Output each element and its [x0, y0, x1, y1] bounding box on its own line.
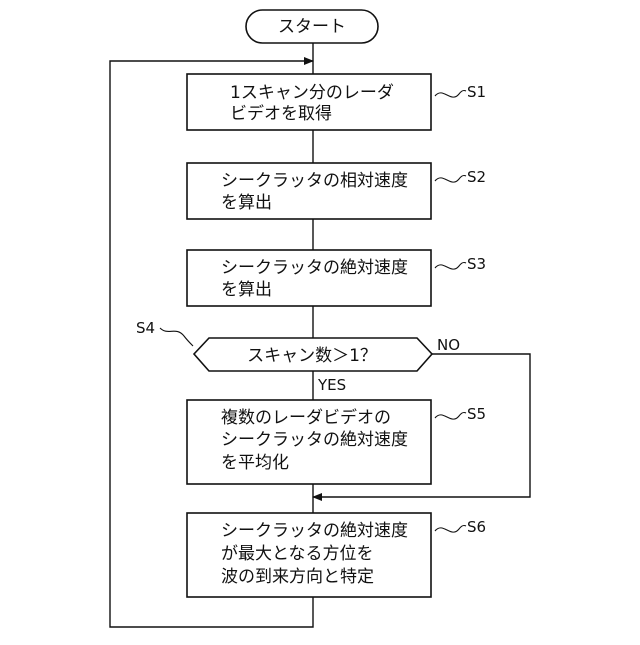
- start-label: スタート: [278, 17, 346, 37]
- step-s6-line-2: が最大となる方位を: [221, 544, 374, 564]
- step-s1-line-1: 1スキャン分のレーダ: [230, 83, 394, 103]
- step-s2-id: S2: [467, 168, 486, 186]
- step-s6: シークラッタの絶対速度 が最大となる方位を 波の到来方向と特定 S6: [187, 513, 486, 597]
- step-s6-line-1: シークラッタの絶対速度: [221, 521, 408, 541]
- step-s4-leader: [160, 328, 193, 346]
- step-s2-leader: [435, 175, 466, 182]
- step-s6-leader: [435, 525, 466, 532]
- step-s4-yes-label: YES: [317, 376, 346, 394]
- step-s5-line-3: を平均化: [221, 453, 289, 473]
- step-s1-line-2: ビデオを取得: [230, 103, 332, 124]
- step-s3-line-1: シークラッタの絶対速度: [221, 258, 408, 278]
- step-s1-id: S1: [467, 83, 486, 101]
- step-s3-line-2: を算出: [221, 280, 272, 300]
- step-s4-question: スキャン数＞1？: [247, 346, 377, 366]
- step-s6-line-3: 波の到来方向と特定: [221, 567, 374, 587]
- step-s1-leader: [435, 90, 466, 97]
- step-s5: 複数のレーダビデオの シークラッタの絶対速度 を平均化 S5: [187, 400, 486, 484]
- step-s1: 1スキャン分のレーダ ビデオを取得 S1: [187, 74, 486, 130]
- step-s2-line-2: を算出: [221, 193, 272, 213]
- step-s3: シークラッタの絶対速度 を算出 S3: [187, 250, 486, 306]
- step-s3-leader: [435, 262, 466, 269]
- step-s4-no-label: NO: [437, 336, 460, 354]
- step-s5-line-1: 複数のレーダビデオの: [221, 407, 391, 428]
- step-s4: スキャン数＞1？ S4 YES NO: [136, 319, 460, 394]
- step-s5-leader: [435, 412, 466, 419]
- step-s5-line-2: シークラッタの絶対速度: [221, 430, 408, 450]
- step-s5-id: S5: [467, 405, 486, 423]
- step-s6-id: S6: [467, 518, 486, 536]
- start-terminal: スタート: [246, 10, 378, 43]
- step-s3-id: S3: [467, 255, 486, 273]
- step-s2: シークラッタの相対速度 を算出 S2: [187, 163, 486, 219]
- step-s2-line-1: シークラッタの相対速度: [221, 171, 408, 191]
- step-s4-id: S4: [136, 319, 155, 337]
